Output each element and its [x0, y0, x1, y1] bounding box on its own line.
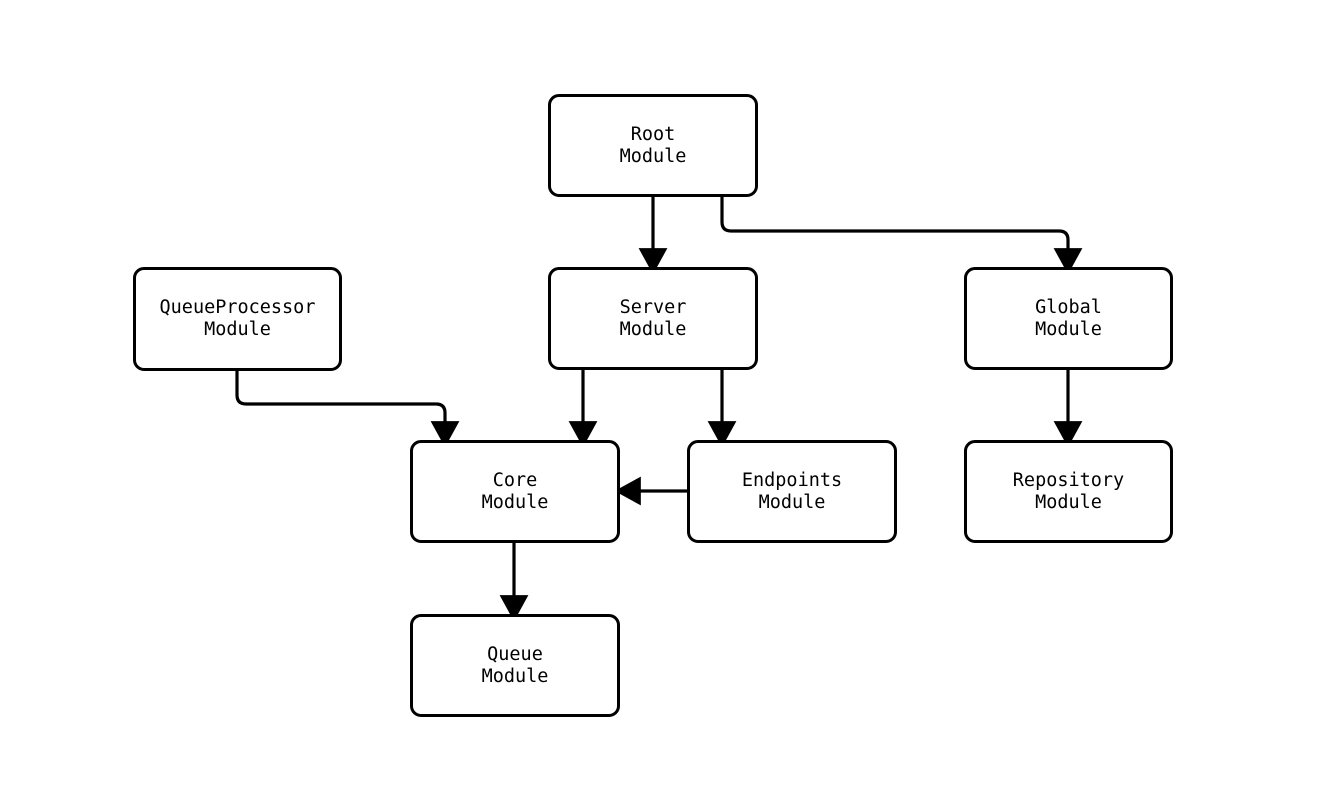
node-repository-module[interactable]: Repository Module [964, 440, 1173, 543]
node-server-module[interactable]: Server Module [548, 267, 758, 370]
node-queue-module[interactable]: Queue Module [410, 614, 620, 717]
node-core-module[interactable]: Core Module [410, 440, 620, 543]
node-global-module[interactable]: Global Module [964, 267, 1173, 370]
node-server-module-line2: Module [619, 318, 687, 340]
node-root-module[interactable]: Root Module [548, 94, 758, 197]
node-global-module-line2: Module [1035, 318, 1102, 340]
node-queueprocessor-module[interactable]: QueueProcessor Module [133, 267, 342, 371]
node-endpoints-module[interactable]: Endpoints Module [687, 440, 897, 543]
node-queue-module-line2: Module [481, 665, 549, 687]
node-queue-module-line1: Queue [487, 643, 543, 665]
node-root-module-line2: Module [619, 145, 687, 167]
node-core-module-line2: Module [481, 491, 549, 513]
node-repository-module-line1: Repository [1012, 469, 1125, 491]
node-endpoints-module-line2: Module [758, 491, 826, 513]
node-core-module-line1: Core [492, 469, 538, 491]
edge-queueprocessor-to-core [235, 371, 460, 448]
node-endpoints-module-line1: Endpoints [741, 469, 843, 491]
edge-root-to-global [720, 197, 1083, 275]
node-repository-module-line2: Module [1035, 491, 1102, 513]
node-queueprocessor-module-line2: Module [204, 319, 271, 340]
node-root-module-line1: Root [630, 123, 676, 145]
node-queueprocessor-module-line1: QueueProcessor [159, 297, 316, 318]
node-server-module-line1: Server [619, 296, 687, 318]
node-global-module-line1: Global [1035, 296, 1102, 318]
